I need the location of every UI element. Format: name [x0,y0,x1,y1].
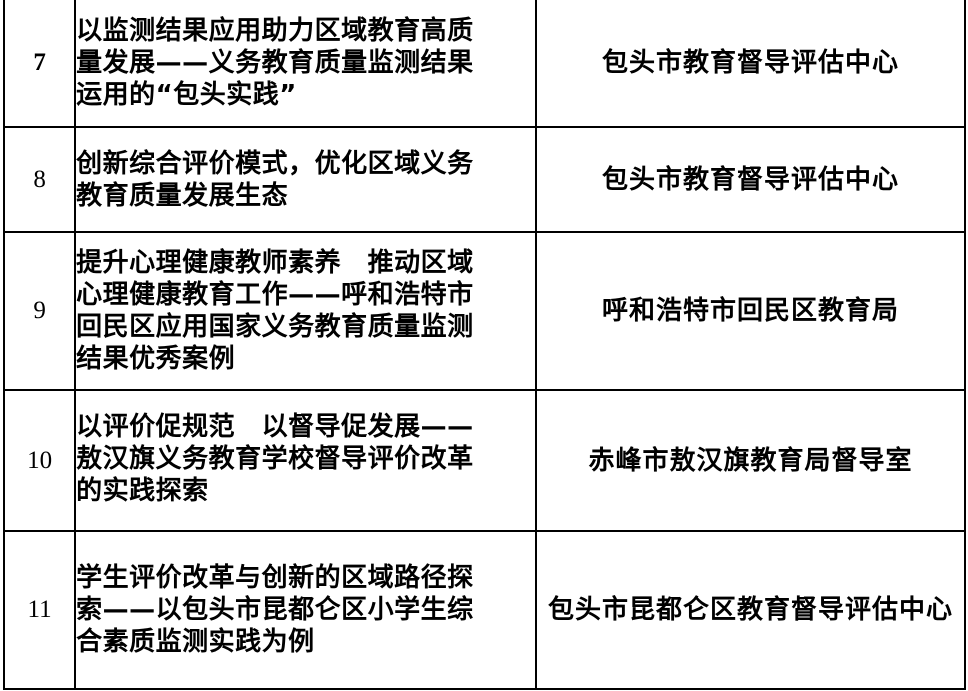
case-title: 提升心理健康教师素养 推动区域 心理健康教育工作——呼和浩特市 回民区应用国家义… [74,231,538,391]
case-title-line: 量发展——义务教育质量监测结果 [76,47,474,78]
case-title-line: 心理健康教育工作——呼和浩特市 [76,280,474,310]
row-number: 10 [2,389,77,532]
organization: 赤峰市敖汉旗教育局督导室 [535,389,966,532]
case-title: 学生评价改革与创新的区域路径探 索——以包头市昆都仑区小学生综 合素质监测实践为… [74,530,538,690]
table-row: 10 以评价促规范 以督导促发展—— 敖汉旗义务教育学校督导评价改革 的实践探索… [2,389,966,532]
case-title-line: 学生评价改革与创新的区域路径探 [76,563,474,593]
row-number: 11 [2,530,77,690]
case-title: 创新综合评价模式，优化区域义务 教育质量发展生态 [74,126,538,233]
row-number: 9 [2,231,77,391]
organization: 呼和浩特市回民区教育局 [535,231,966,391]
row-number: 7 [2,0,77,128]
table-row: 7 以监测结果应用助力区域教育高质 量发展——义务教育质量监测结果 运用的“包头… [2,0,966,128]
case-title-line: 教育质量发展生态 [76,180,289,211]
case-title-line: 回民区应用国家义务教育质量监测 [76,312,474,342]
case-title-line: 运用的“包头实践” [76,79,297,110]
table-row: 8 创新综合评价模式，优化区域义务 教育质量发展生态 包头市教育督导评估中心 [2,126,966,233]
case-title-line: 创新综合评价模式，优化区域义务 [76,148,474,179]
case-title-line: 的实践探索 [76,476,209,506]
table-row: 11 学生评价改革与创新的区域路径探 索——以包头市昆都仑区小学生综 合素质监测… [2,530,966,690]
case-title-line: 结果优秀案例 [76,344,236,374]
row-number: 8 [2,126,77,233]
organization: 包头市教育督导评估中心 [535,0,966,128]
case-title-line: 合素质监测实践为例 [76,627,315,657]
case-title-line: 索——以包头市昆都仑区小学生综 [76,595,474,625]
case-title: 以评价促规范 以督导促发展—— 敖汉旗义务教育学校督导评价改革 的实践探索 [74,389,538,532]
case-title-line: 提升心理健康教师素养 推动区域 [76,248,474,278]
case-title-line: 以监测结果应用助力区域教育高质 [76,15,474,46]
organization: 包头市昆都仑区教育督导评估中心 [535,530,966,690]
case-title: 以监测结果应用助力区域教育高质 量发展——义务教育质量监测结果 运用的“包头实践… [74,0,538,128]
table-row: 9 提升心理健康教师素养 推动区域 心理健康教育工作——呼和浩特市 回民区应用国… [2,231,966,391]
organization: 包头市教育督导评估中心 [535,126,966,233]
case-title-line: 以评价促规范 以督导促发展—— [76,412,474,442]
case-title-line: 敖汉旗义务教育学校督导评价改革 [76,444,474,474]
